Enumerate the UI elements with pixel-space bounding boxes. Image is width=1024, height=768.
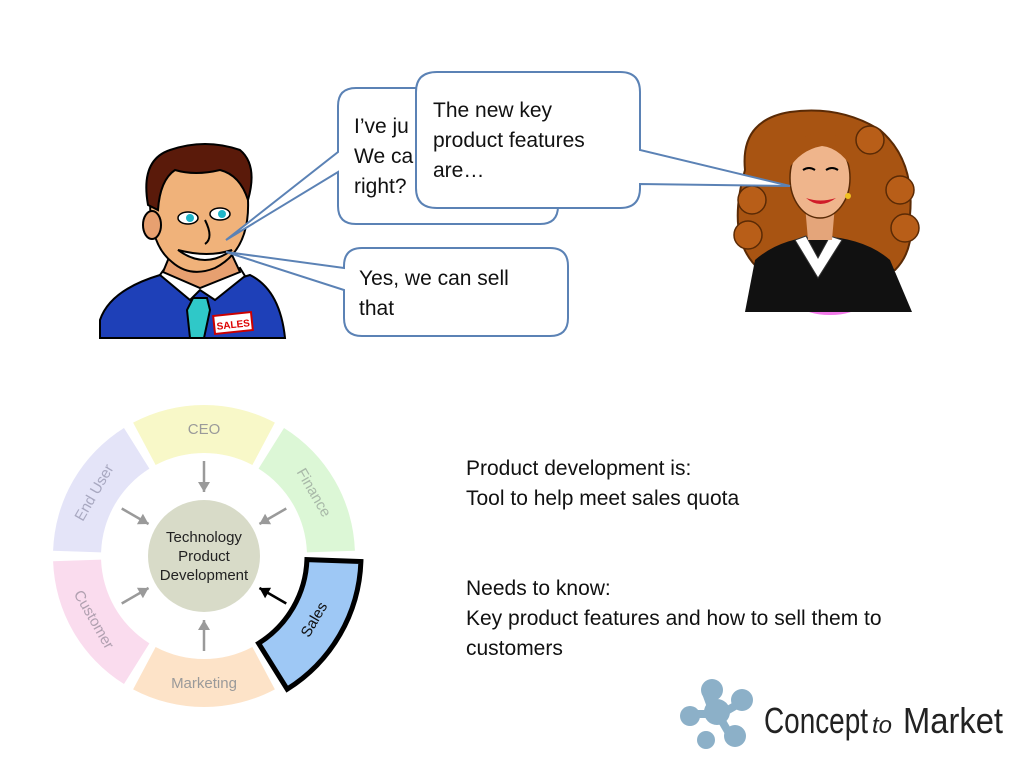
- wheel-center-line2: Product: [178, 548, 231, 565]
- wheel-segment-marketing: [133, 646, 275, 707]
- bubble2-line3: are…: [433, 159, 484, 182]
- needs-line1: Key product features and how to sell the…: [466, 607, 882, 630]
- needs-line2: customers: [466, 637, 563, 660]
- logo-market: Market: [903, 700, 1003, 741]
- bubble1-line2: We ca: [354, 145, 413, 168]
- wheel-center-line3: Development: [160, 567, 249, 584]
- wheel-center: [148, 500, 260, 612]
- wheel-segment-ceo: [133, 405, 275, 466]
- wheel-arrowhead-marketing: [198, 620, 210, 630]
- concept-to-market-logo: Concept to Market: [680, 679, 1003, 749]
- needs-heading: Needs to know:: [466, 577, 611, 600]
- wheel-segment-finance: [258, 427, 355, 553]
- speech-bubble-woman: The new key product features are…: [415, 71, 791, 209]
- logo-concept: Concept: [764, 700, 868, 741]
- wheel-arrowhead-finance: [259, 513, 272, 525]
- stakeholder-wheel: Technology Product Development CEOFinanc…: [53, 405, 364, 707]
- product-dev-description: Tool to help meet sales quota: [466, 487, 740, 510]
- wheel-arrowhead-ceo: [198, 482, 210, 492]
- wheel-arrowhead-customer: [136, 587, 149, 599]
- molecule-logo-icon: [680, 679, 753, 749]
- sales-badge-text: SALES: [216, 318, 251, 332]
- product-dev-heading: Product development is:: [466, 457, 692, 480]
- wheel-label-ceo: CEO: [188, 421, 221, 438]
- wheel-arrowhead-sales: [259, 587, 272, 599]
- wheel-segment-customer: [53, 559, 150, 685]
- bubble3-line2: that: [359, 297, 394, 320]
- speech-bubble-salesman-reply: Yes, we can sell that: [225, 247, 569, 337]
- wheel-segment-end-user: [53, 427, 150, 553]
- wheel-label-marketing: Marketing: [171, 675, 237, 692]
- salesman-clipart: SALES: [99, 143, 287, 339]
- wheel-center-line1: Technology: [166, 529, 242, 546]
- bubble2-line1: The new key: [433, 99, 553, 122]
- logo-to: to: [872, 712, 892, 739]
- bubble1-line3: right?: [354, 175, 407, 198]
- woman-clipart: [733, 109, 920, 315]
- bubble2-line2: product features: [433, 129, 585, 152]
- bubble3-line1: Yes, we can sell: [359, 267, 509, 290]
- bubble1-line1: I’ve ju: [354, 115, 409, 138]
- wheel-arrowhead-end-user: [136, 513, 149, 525]
- wheel-segment-sales: [255, 557, 364, 693]
